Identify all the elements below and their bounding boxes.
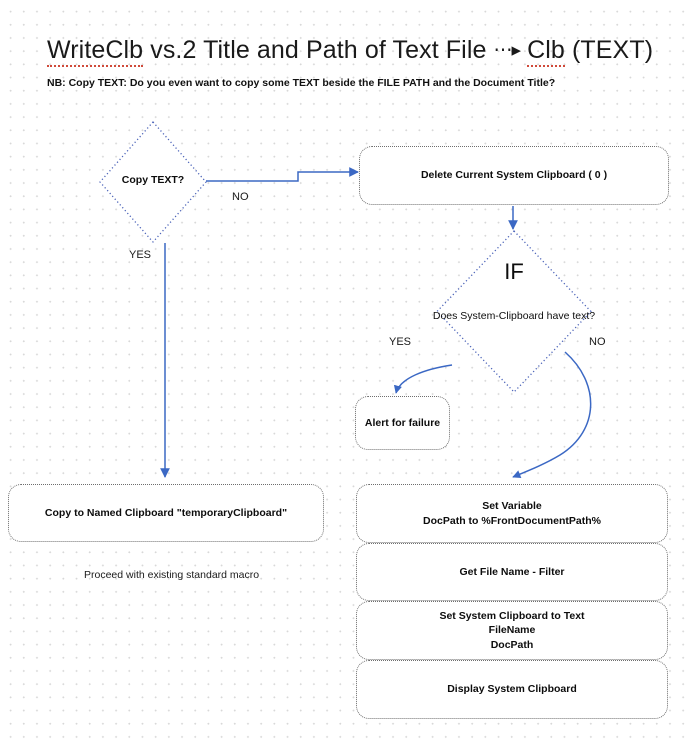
node-set-variable[interactable]: Set Variable DocPath to %FrontDocumentPa… (356, 484, 668, 543)
node-alert-failure[interactable]: Alert for failure (355, 396, 450, 450)
node-delete-clipboard[interactable]: Delete Current System Clipboard ( 0 ) (359, 146, 669, 205)
edge-copytext-no-to-delete (206, 167, 359, 182)
node-set-variable-text: Set Variable DocPath to %FrontDocumentPa… (423, 499, 601, 527)
edge-if-no-to-set-variable (512, 351, 592, 478)
edge-if-yes-to-alert (393, 364, 453, 394)
node-copy-named-clipboard-line-0: Copy to Named Clipboard "temporaryClipbo… (44, 506, 288, 519)
edge-label-if-no: NO (589, 336, 606, 348)
decision-if-clipboard: IF Does System-Clipboard have text? (433, 230, 595, 393)
dotted-arrow-icon: ⋯▸ (493, 40, 522, 61)
node-set-system-clipboard-line-0: Set System Clipboard to Text (439, 610, 585, 623)
node-display-system-clipboard[interactable]: Display System Clipboard (356, 660, 668, 719)
node-set-system-clipboard-line-1: FileName (488, 624, 536, 637)
node-set-variable-line-1: DocPath to %FrontDocumentPath% (423, 514, 601, 527)
node-get-file-name[interactable]: Get File Name - Filter (356, 543, 668, 601)
title-suffix: (TEXT) (564, 36, 654, 64)
node-alert-failure-line-0: Alert for failure (364, 416, 441, 429)
node-set-variable-line-0: Set Variable (482, 500, 542, 513)
annotation-proceed-note: Proceed with existing standard macro (84, 569, 260, 581)
title-word-writeclb: WriteClb (47, 36, 144, 67)
node-display-system-clipboard-line-0: Display System Clipboard (447, 683, 577, 696)
title-main: vs.2 Title and Path of Text File (143, 36, 494, 64)
node-set-system-clipboard-line-2: DocPath (490, 638, 534, 651)
node-copy-named-clipboard[interactable]: Copy to Named Clipboard "temporaryClipbo… (8, 484, 324, 542)
decision-if-secondary-label: Does System-Clipboard have text? (432, 310, 596, 322)
edge-label-copytext-no: NO (232, 191, 249, 203)
node-delete-clipboard-line-0: Delete Current System Clipboard ( 0 ) (420, 169, 608, 182)
node-get-file-name-line-0: Get File Name - Filter (459, 565, 565, 578)
edge-label-copytext-yes: YES (129, 249, 152, 261)
node-set-system-clipboard-text: Set System Clipboard to Text FileName Do… (439, 609, 584, 652)
node-set-system-clipboard[interactable]: Set System Clipboard to Text FileName Do… (356, 601, 668, 660)
page-subtitle: NB: Copy TEXT: Do you even want to copy … (47, 77, 556, 89)
page-title: WriteClb vs.2 Title and Path of Text Fil… (47, 36, 654, 67)
decision-copy-text: Copy TEXT? (99, 121, 207, 243)
title-word-clb: Clb (527, 36, 565, 67)
decision-if-label: IF (504, 259, 524, 284)
edge-label-if-yes: YES (389, 336, 412, 348)
decision-copy-text-label: Copy TEXT? (121, 174, 185, 186)
